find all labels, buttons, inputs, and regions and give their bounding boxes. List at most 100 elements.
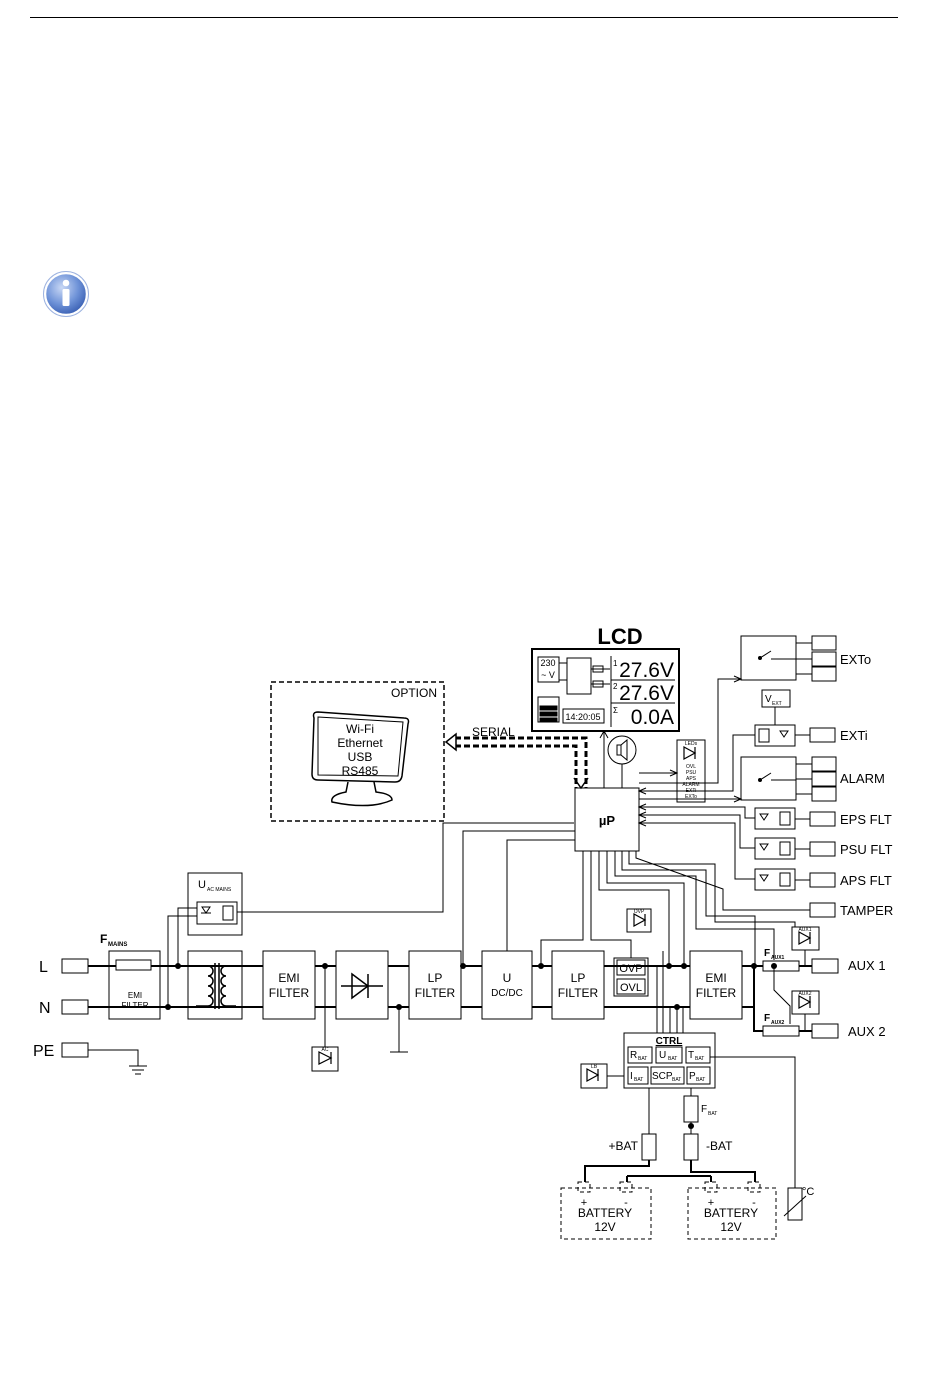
terminal-l [61,958,89,974]
transformer-icon [196,963,236,1009]
leds-exti: EXTi [686,788,697,794]
terminal-pe [61,1042,89,1058]
led-ac-box [311,1046,339,1072]
output-tamper: TAMPER [840,903,893,918]
emi-filter-1 [262,950,316,1020]
ovl-box [616,978,646,995]
fuse-icon [115,959,152,971]
dcdc-line1: U [503,971,512,985]
emi2-line2: FILTER [696,986,737,1000]
ovp-box [616,959,646,976]
speaker-icon [607,735,637,765]
ctrl-tbat: T [688,1050,694,1061]
led-ovp-box [626,908,652,933]
vext-box [761,689,791,708]
option-interface-rs485: RS485 [342,764,379,778]
uac-label: U [198,879,206,891]
leds-ovl: OVL [686,764,696,770]
lp2-line2: FILTER [558,986,599,1000]
emi1-line2: FILTER [269,986,310,1000]
input-l-label: L [39,959,48,976]
led-icon [318,1051,333,1065]
leds-box [676,739,706,803]
lcd-out1-value: 27.6V [619,659,674,682]
ctrl-ubat: U [659,1050,666,1061]
vext-label: V [765,694,772,705]
terminal-tamper [809,902,836,918]
fuse-aux1 [762,960,800,972]
ovl-label: OVL [620,982,642,994]
emi-filter-small [108,950,161,1020]
optocoupler-icon [196,901,238,925]
emi-filter-2 [689,950,743,1020]
relay-icon [759,650,772,659]
thermometer-icon [787,1187,803,1221]
lcd-out2-index: 2 [613,682,618,691]
lp1-line1: LP [428,971,443,985]
rectifier-diode-icon [341,972,383,1000]
option-interface-usb: USB [348,750,373,764]
leds-aps: APS [686,776,697,782]
battery2-plus: + [708,1197,714,1209]
fuse-aux1-label: F [764,948,770,959]
ovp-label: OVP [619,963,642,975]
battery1-plus: + [581,1197,587,1209]
ctrl-rbat-sub: BAT [638,1056,647,1062]
leds-alarm: ALARM [682,782,699,788]
fuse-aux2 [762,1025,800,1037]
battery1-minus: - [624,1197,628,1209]
relay-exto [740,635,797,681]
info-icon [43,271,89,317]
battery-2 [687,1187,777,1240]
lcd-ac-symbol: ~ V [541,670,555,680]
lp-filter-1 [408,950,462,1020]
ground-icon [129,1065,147,1075]
temperature-label: °C [802,1186,814,1198]
serial-label: SERIAL [472,725,515,739]
ctrl-tbat-sub: BAT [695,1056,704,1062]
battery1-voltage: 12V [594,1220,615,1234]
bat-plus-lead [641,1133,657,1161]
output-aux1: AUX 1 [848,958,886,973]
battery-1 [560,1187,652,1240]
option-interface-ethernet: Ethernet [337,736,383,750]
input-n-label: N [39,1000,51,1017]
lcd-title: LCD [597,624,642,649]
fuse-aux2-label: F [764,1013,770,1024]
output-aps-flt: APS FLT [840,873,892,888]
led-ac-label: AC [322,1047,329,1053]
optocoupler-psu [754,837,796,860]
fuse-mains-label: F [100,932,107,946]
rectifier-block [335,950,389,1020]
output-exto: EXTo [840,652,871,667]
ctrl-ibat-sub: BAT [634,1077,643,1083]
optocoupler-aps [754,868,796,891]
lcd-time: 14:20:05 [565,712,600,722]
ctrl-pbat: P [689,1071,696,1082]
ctrl-ubat-sub: BAT [668,1056,677,1062]
terminal-aux2 [811,1023,839,1039]
fuse-mains-sub: MAINS [108,942,127,948]
lcd-current-index: Σ [613,706,618,715]
fuse-aux1-sub: AUX1 [771,955,785,961]
option-interface-wifi: Wi-Fi [346,722,374,736]
option-box [270,681,445,822]
led-ovp-label: OVP [634,909,645,915]
uac-sub: AC MAINS [207,887,232,893]
lp2-line1: LP [571,971,586,985]
lcd-battery-icon [537,696,560,723]
output-aux2: AUX 2 [848,1024,886,1039]
emi-small-line1: EMI [128,991,142,1000]
lp-filter-2 [551,950,605,1020]
output-alarm: ALARM [840,771,885,786]
uac-mains-box [187,872,243,936]
battery1-name: BATTERY [578,1206,632,1220]
transformer-block [187,950,243,1020]
ctrl-scpbat-sub: BAT [672,1077,681,1083]
battery2-voltage: 12V [720,1220,741,1234]
ctrl-pbat-sub: BAT [696,1077,705,1083]
bat-minus-lead [683,1133,699,1161]
ctrl-scpbat: SCP [652,1071,673,1082]
led-aux2-label: AUX2 [798,991,811,997]
